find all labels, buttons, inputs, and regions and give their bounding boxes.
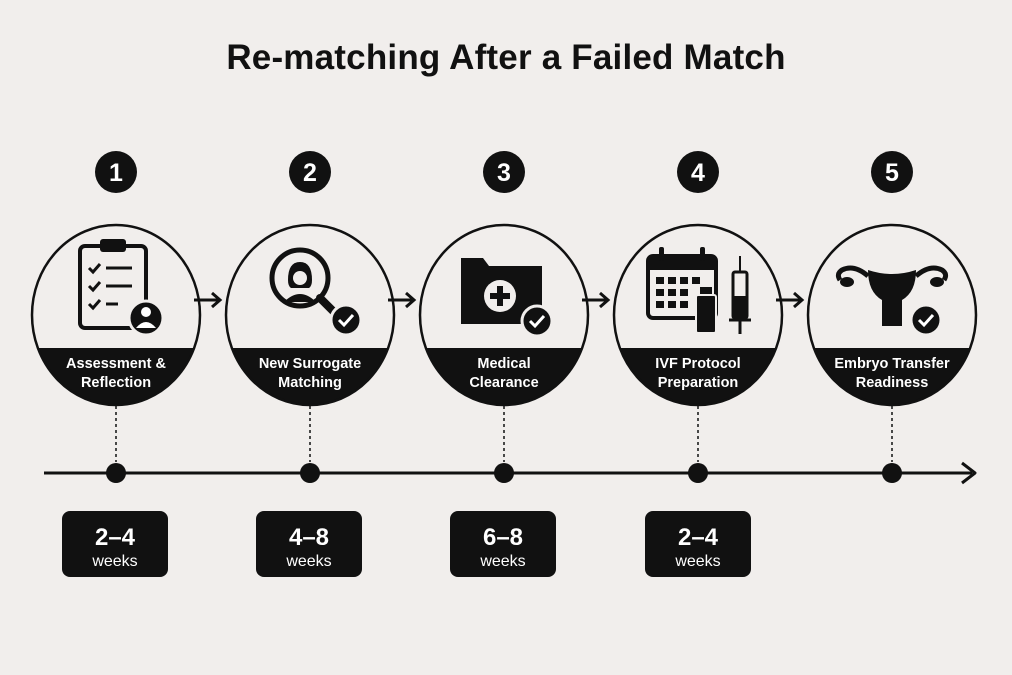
- step-number: 1: [109, 159, 123, 187]
- arrow-right-icon: [388, 291, 417, 309]
- step-label-line-2: Matching: [278, 375, 342, 391]
- step-card: [224, 223, 396, 407]
- step-1: 1 Assessment & Reflection: [30, 151, 202, 483]
- duration-value: 6–8: [483, 524, 523, 551]
- duration-badge-1: 2–4 weeks: [62, 511, 168, 577]
- step-number: 3: [497, 159, 511, 187]
- step-label-line-1: IVF Protocol: [655, 356, 740, 372]
- step-3: 3 Medical Clearance: [418, 151, 590, 483]
- step-5: 5 Embryo Transfer Readiness: [806, 151, 978, 483]
- step-label-line-1: New Surrogate: [259, 356, 361, 372]
- arrow-right-icon: [776, 291, 805, 309]
- duration-badge-4: 2–4 weeks: [645, 511, 751, 577]
- duration-value: 2–4: [95, 524, 136, 551]
- duration-value: 2–4: [678, 524, 719, 551]
- duration-unit: weeks: [91, 553, 137, 570]
- calendar-vial-syringe-icon: [646, 247, 751, 334]
- timeline-node: [882, 463, 902, 483]
- uterus-check-icon: [835, 265, 949, 337]
- step-number: 4: [691, 159, 705, 187]
- step-number-badge: [677, 151, 719, 193]
- duration-unit: weeks: [674, 553, 720, 570]
- step-2: 2 New Surrogate Matching: [224, 151, 396, 483]
- step-number-badge: [95, 151, 137, 193]
- duration-unit: weeks: [285, 553, 331, 570]
- step-4: 4 IVF Protocol Preparation: [612, 151, 784, 483]
- page-title: Re-matching After a Failed Match: [226, 38, 786, 77]
- timeline-node: [688, 463, 708, 483]
- arrow-right-icon: [582, 291, 611, 309]
- step-label-line-1: Assessment &: [66, 356, 166, 372]
- medical-folder-check-icon: [461, 258, 554, 338]
- duration-value: 4–8: [289, 524, 329, 551]
- duration-unit: weeks: [479, 553, 525, 570]
- step-number: 5: [885, 159, 899, 187]
- step-label-line-2: Preparation: [658, 375, 739, 391]
- step-label-line-1: Embryo Transfer: [834, 356, 950, 372]
- arrow-right-icon: [194, 291, 223, 309]
- step-number-badge: [289, 151, 331, 193]
- step-number-badge: [871, 151, 913, 193]
- timeline-node: [494, 463, 514, 483]
- step-label-line-1: Medical: [477, 356, 530, 372]
- step-label-line-2: Readiness: [856, 375, 929, 391]
- step-number: 2: [303, 159, 317, 187]
- step-label-line-2: Reflection: [81, 375, 151, 391]
- clipboard-checklist-person-icon: [78, 239, 165, 337]
- step-number-badge: [483, 151, 525, 193]
- timeline-node: [106, 463, 126, 483]
- magnifier-person-check-icon: [269, 247, 363, 337]
- timeline-node: [300, 463, 320, 483]
- step-label-line-2: Clearance: [469, 375, 538, 391]
- duration-badge-3: 6–8 weeks: [450, 511, 556, 577]
- duration-badge-2: 4–8 weeks: [256, 511, 362, 577]
